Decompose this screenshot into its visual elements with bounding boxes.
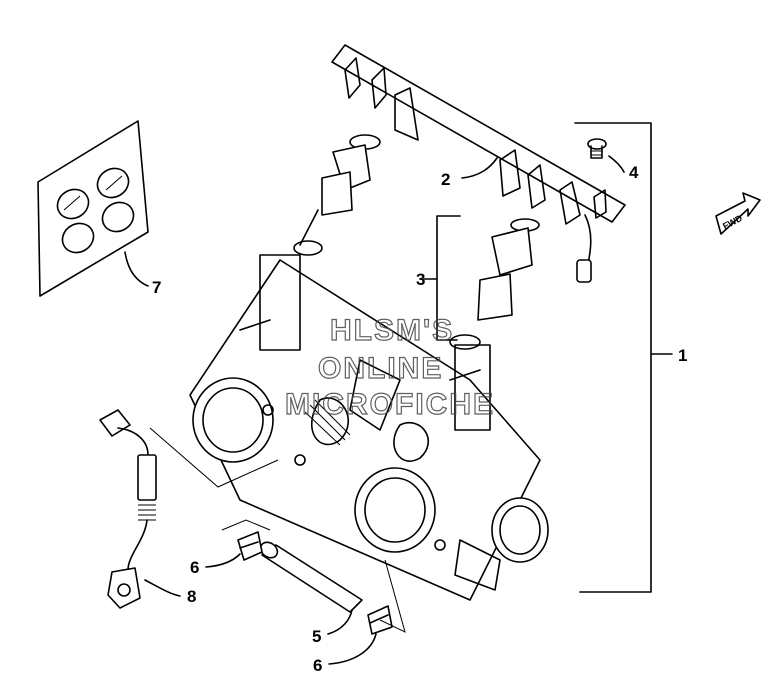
callout-8: 8 bbox=[187, 587, 196, 606]
leader-7 bbox=[124, 251, 149, 287]
hose-clamp-part-6-upper bbox=[237, 531, 263, 561]
callout-7: 7 bbox=[152, 278, 161, 297]
leader-6b bbox=[328, 633, 377, 665]
fuel-injector-part-3 bbox=[449, 218, 540, 350]
fuel-rail-part-2 bbox=[331, 44, 626, 283]
leader-2 bbox=[461, 157, 498, 179]
callout-4: 4 bbox=[629, 163, 639, 182]
watermark-line-3: MICROFICHE bbox=[285, 388, 495, 421]
throttle-body-assembly-part-1 bbox=[189, 254, 549, 601]
gasket-kit-part-7 bbox=[37, 120, 149, 297]
watermark-line-1: HLSM'S bbox=[330, 314, 454, 347]
assembly-guide-lines bbox=[149, 427, 406, 633]
callout-6-lower: 6 bbox=[313, 656, 322, 675]
forward-direction-arrow: FWD bbox=[715, 192, 761, 235]
leader-5 bbox=[327, 609, 353, 635]
callout-3: 3 bbox=[416, 270, 425, 289]
hose-part-5 bbox=[259, 541, 363, 613]
sensor-lead-part-8 bbox=[99, 409, 157, 609]
callout-1: 1 bbox=[678, 346, 687, 365]
bolt-part-4 bbox=[587, 138, 607, 159]
callout-5: 5 bbox=[312, 627, 321, 646]
leader-6a bbox=[205, 553, 241, 568]
leader-8 bbox=[144, 579, 181, 597]
callout-6-upper: 6 bbox=[190, 558, 199, 577]
fuel-injector-upper bbox=[293, 134, 381, 256]
leader-4 bbox=[608, 155, 625, 173]
watermark: HLSM'S ONLINE MICROFICHE bbox=[284, 313, 495, 421]
callout-2: 2 bbox=[441, 170, 450, 189]
callout-bracket-1 bbox=[574, 122, 673, 593]
watermark-line-2: ONLINE bbox=[318, 352, 443, 385]
callout-bracket-3 bbox=[423, 215, 461, 341]
